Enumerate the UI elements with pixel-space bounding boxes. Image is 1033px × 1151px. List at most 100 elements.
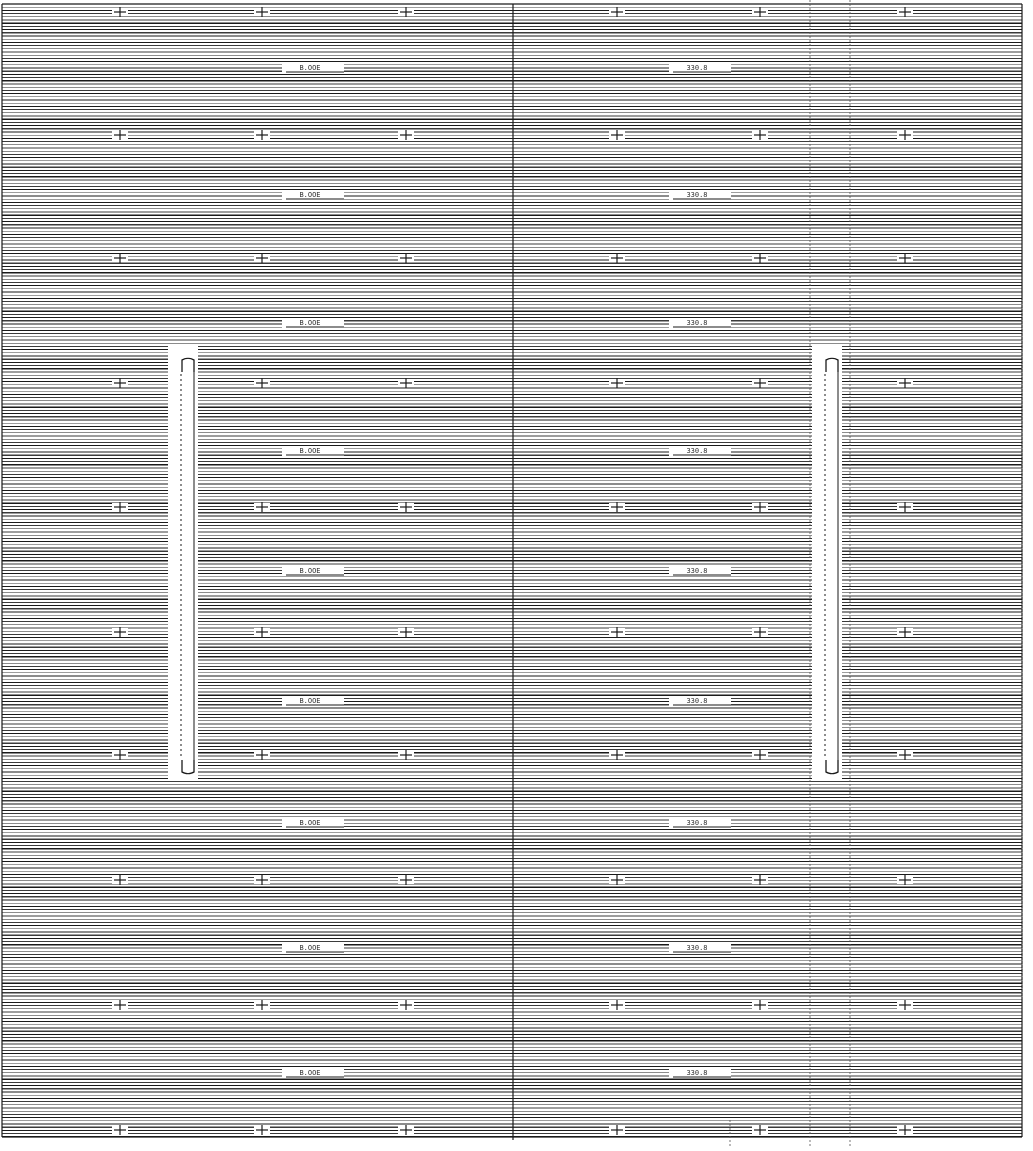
crosshair-marker (752, 502, 768, 512)
crosshair-marker (752, 253, 768, 263)
paper-clip-icon (168, 345, 198, 780)
crosshair-marker (398, 502, 414, 512)
coil-bottom-loop (181, 760, 195, 775)
crosshair-marker (609, 378, 625, 388)
crosshair-marker (254, 1125, 270, 1135)
coil-backdrop (812, 345, 842, 780)
crosshair-marker (609, 750, 625, 760)
label-backdrop (669, 818, 731, 828)
row-label: 330.8 (686, 697, 707, 705)
crosshair-marker (609, 875, 625, 885)
crosshair-marker (254, 378, 270, 388)
horizontal-hatch-lines (2, 3, 1022, 1138)
label-backdrop (669, 318, 731, 328)
crosshair-marker (398, 750, 414, 760)
crosshair-marker (752, 130, 768, 140)
crosshair-marker (897, 1000, 913, 1010)
label-backdrop (669, 566, 731, 576)
crosshair-marker (112, 875, 128, 885)
label-backdrop (282, 318, 344, 328)
label-backdrop (282, 818, 344, 828)
crosshair-marker (897, 7, 913, 17)
crosshair-marker (398, 1000, 414, 1010)
crosshair-marker (752, 750, 768, 760)
row-label: 330.8 (686, 319, 707, 327)
crosshair-marker (254, 130, 270, 140)
crosshair-marker (254, 253, 270, 263)
crosshair-marker (112, 627, 128, 637)
crosshair-marker (254, 627, 270, 637)
crosshair-marker (398, 875, 414, 885)
crosshair-marker (254, 875, 270, 885)
crosshair-marker (752, 378, 768, 388)
crosshair-marker (112, 253, 128, 263)
crosshair-marker (112, 750, 128, 760)
crosshair-marker (897, 750, 913, 760)
crosshair-marker (609, 1125, 625, 1135)
crosshair-marker (398, 627, 414, 637)
crosshair-marker (398, 1125, 414, 1135)
row-label: 330.8 (686, 447, 707, 455)
row-label: B.OOE (299, 64, 320, 72)
label-backdrop (669, 190, 731, 200)
crosshair-marker (897, 378, 913, 388)
row-label: B.OOE (299, 567, 320, 575)
label-backdrop (282, 190, 344, 200)
row-label: 330.8 (686, 944, 707, 952)
row-label: 330.8 (686, 191, 707, 199)
coil-top-loop (825, 357, 839, 372)
crosshair-marker (112, 378, 128, 388)
crosshair-marker (752, 1125, 768, 1135)
row-label: 330.8 (686, 819, 707, 827)
crosshair-marker (609, 1000, 625, 1010)
label-backdrop (669, 943, 731, 953)
crosshair-marker (254, 7, 270, 17)
coil-top-loop (181, 357, 195, 372)
label-backdrop (282, 696, 344, 706)
row-label: 330.8 (686, 567, 707, 575)
crosshair-marker (752, 1000, 768, 1010)
label-backdrop (669, 63, 731, 73)
crosshair-marker (254, 750, 270, 760)
row-label: B.OOE (299, 319, 320, 327)
label-backdrop (282, 943, 344, 953)
row-label: B.OOE (299, 697, 320, 705)
crosshair-marker (609, 502, 625, 512)
label-backdrop (282, 566, 344, 576)
crosshair-marker (398, 130, 414, 140)
label-backdrop (282, 446, 344, 456)
crosshair-marker (398, 7, 414, 17)
paper-clip-icon (812, 345, 842, 780)
crosshair-marker (752, 627, 768, 637)
label-backdrop (282, 63, 344, 73)
crosshair-marker (609, 627, 625, 637)
crosshair-marker (609, 130, 625, 140)
row-label: B.OOE (299, 944, 320, 952)
crosshair-marker (752, 7, 768, 17)
coils (168, 345, 842, 780)
crosshair-marker (897, 130, 913, 140)
crosshair-marker (398, 378, 414, 388)
row-label: B.OOE (299, 191, 320, 199)
crosshair-marker (897, 627, 913, 637)
row-label: B.OOE (299, 447, 320, 455)
crosshair-marker (897, 875, 913, 885)
crosshair-marker (897, 1125, 913, 1135)
label-backdrop (669, 446, 731, 456)
row-label: B.OOE (299, 819, 320, 827)
crosshair-marker (609, 7, 625, 17)
crosshair-marker (398, 253, 414, 263)
crosshair-marker (112, 1125, 128, 1135)
label-backdrop (669, 1068, 731, 1078)
coil-backdrop (168, 345, 198, 780)
row-label: B.OOE (299, 1069, 320, 1077)
label-backdrop (669, 696, 731, 706)
crosshair-marker (112, 502, 128, 512)
crosshair-marker (897, 502, 913, 512)
row-label: 330.8 (686, 64, 707, 72)
row-label: 330.8 (686, 1069, 707, 1077)
